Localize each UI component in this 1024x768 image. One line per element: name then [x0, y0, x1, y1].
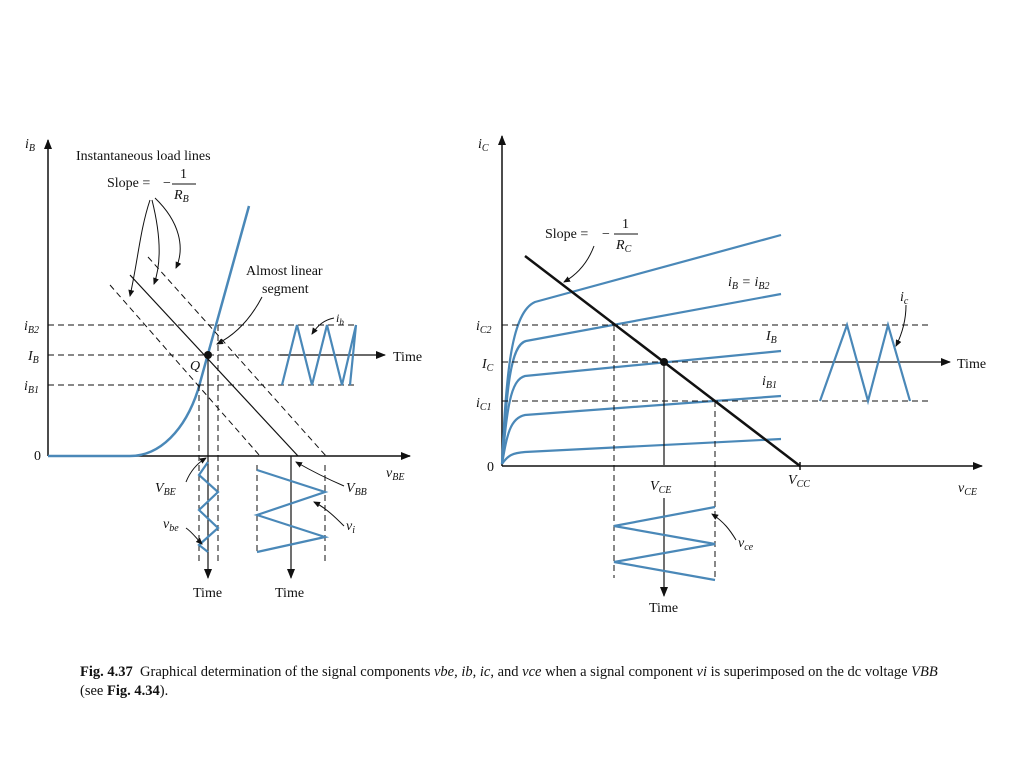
vce-dc-label: VCE [650, 479, 671, 496]
vbe-dc-pointer [185, 457, 207, 483]
vce-ac-pointer [711, 513, 737, 541]
output-curve-5 [500, 233, 782, 465]
load-line-upper [147, 256, 327, 457]
ic-wave-pointer [895, 304, 907, 347]
vi-label: vi [346, 519, 355, 536]
almost-linear-label-2: segment [262, 282, 309, 297]
caption-sep-1: , [454, 664, 462, 680]
iB2-tick-label: iB2 [24, 319, 39, 336]
load-line-dc [129, 274, 299, 457]
vcc-label: VCC [788, 473, 810, 490]
right-IB-label: IB [765, 329, 777, 346]
almost-linear-pointer [216, 296, 263, 345]
left-diagram: iB vBE 0 iB2 IB iB1 Q Instantaneous load… [24, 137, 422, 601]
caption-sep-2: , [472, 664, 480, 680]
right-diagram: iC vCE 0 iC2 IC iC1 Slope = − 1 RC iB = … [476, 135, 986, 616]
right-slope-numerator: 1 [622, 217, 629, 232]
caption-ref: Fig. 4.34 [106, 683, 160, 699]
left-y-axis-label: iB [25, 137, 35, 154]
output-curve-4 [500, 292, 782, 465]
left-x-axis-label: vBE [386, 466, 404, 483]
left-time-v1-label: Time [193, 586, 222, 601]
caption-fig-label: Fig. 4.37 [80, 664, 133, 680]
IB-tick-label: IB [27, 349, 39, 366]
ic-waveform [818, 320, 912, 406]
almost-linear-label-1: Almost linear [246, 264, 323, 279]
vbb-pointer [295, 461, 345, 487]
ib-eq-ib2-label: iB = iB2 [728, 275, 769, 292]
iB1-tick-label: iB1 [24, 379, 39, 396]
caption-ib: ib [461, 664, 473, 680]
left-slope-numerator: 1 [180, 167, 187, 182]
right-y-axis-label: iC [478, 137, 489, 154]
vi-waveform [253, 468, 330, 554]
iC2-tick-label: iC2 [476, 319, 492, 336]
vce-waveform [613, 505, 716, 582]
caption-vi: vi [696, 664, 707, 680]
slope-pointer-3 [154, 197, 182, 269]
caption-text-2: when a signal component [541, 664, 697, 680]
ib-waveform [280, 324, 358, 386]
caption-vbe: vbe [433, 664, 455, 680]
caption-text-5: ). [159, 683, 169, 699]
caption-vce: vce [522, 664, 542, 680]
vbe-ac-label: vbe [163, 517, 179, 534]
right-slope-denominator: RC [615, 238, 632, 255]
right-iB1-label: iB1 [762, 374, 777, 391]
ib-wave-pointer [311, 317, 335, 335]
left-origin-label: 0 [34, 449, 41, 464]
right-time-h-label: Time [957, 357, 986, 372]
left-time-v2-label: Time [275, 586, 304, 601]
right-slope-word: Slope = [545, 227, 588, 242]
right-slope-pointer [563, 245, 595, 283]
left-slope-denominator: RB [173, 188, 189, 205]
input-characteristic-curve [48, 205, 251, 458]
right-time-v-label: Time [649, 601, 678, 616]
figure-caption: Fig. 4.37 Graphical determination of the… [80, 663, 940, 701]
slope-pointer-2 [151, 199, 160, 285]
right-x-axis-label: vCE [958, 481, 977, 498]
caption-text-3: is superimposed on the dc voltage [706, 664, 912, 680]
left-slope-minus: − [163, 176, 171, 191]
ic-wave-label: ic [900, 290, 909, 307]
right-slope-minus: − [602, 227, 610, 242]
iC1-tick-label: iC1 [476, 396, 492, 413]
vi-pointer [313, 501, 345, 527]
q-label: Q [190, 359, 200, 374]
slope-pointer-1 [128, 199, 151, 297]
left-slope-word: Slope = [107, 176, 150, 191]
vbe-ac-pointer [185, 527, 203, 545]
left-time-h-label: Time [393, 350, 422, 365]
ib-wave-label: ib [336, 311, 344, 327]
vce-ac-label: vce [738, 536, 754, 553]
caption-text-4: (see [80, 683, 107, 699]
output-curve-2 [500, 394, 782, 465]
figure-canvas: iB vBE 0 iB2 IB iB1 Q Instantaneous load… [24, 135, 986, 616]
IC-tick-label: IC [481, 357, 494, 374]
caption-sep-3: , and [490, 664, 523, 680]
vbe-dc-label: VBE [155, 481, 176, 498]
caption-text-1: Graphical determination of the signal co… [140, 664, 434, 680]
load-line-lower [109, 284, 261, 457]
right-origin-label: 0 [487, 460, 494, 475]
vbe-waveform [197, 461, 220, 553]
output-curve-1 [501, 437, 782, 465]
load-lines-title: Instantaneous load lines [76, 149, 211, 164]
caption-ic: ic [479, 664, 491, 680]
caption-vbb: VBB [911, 664, 938, 680]
vbb-label: VBB [346, 481, 367, 498]
